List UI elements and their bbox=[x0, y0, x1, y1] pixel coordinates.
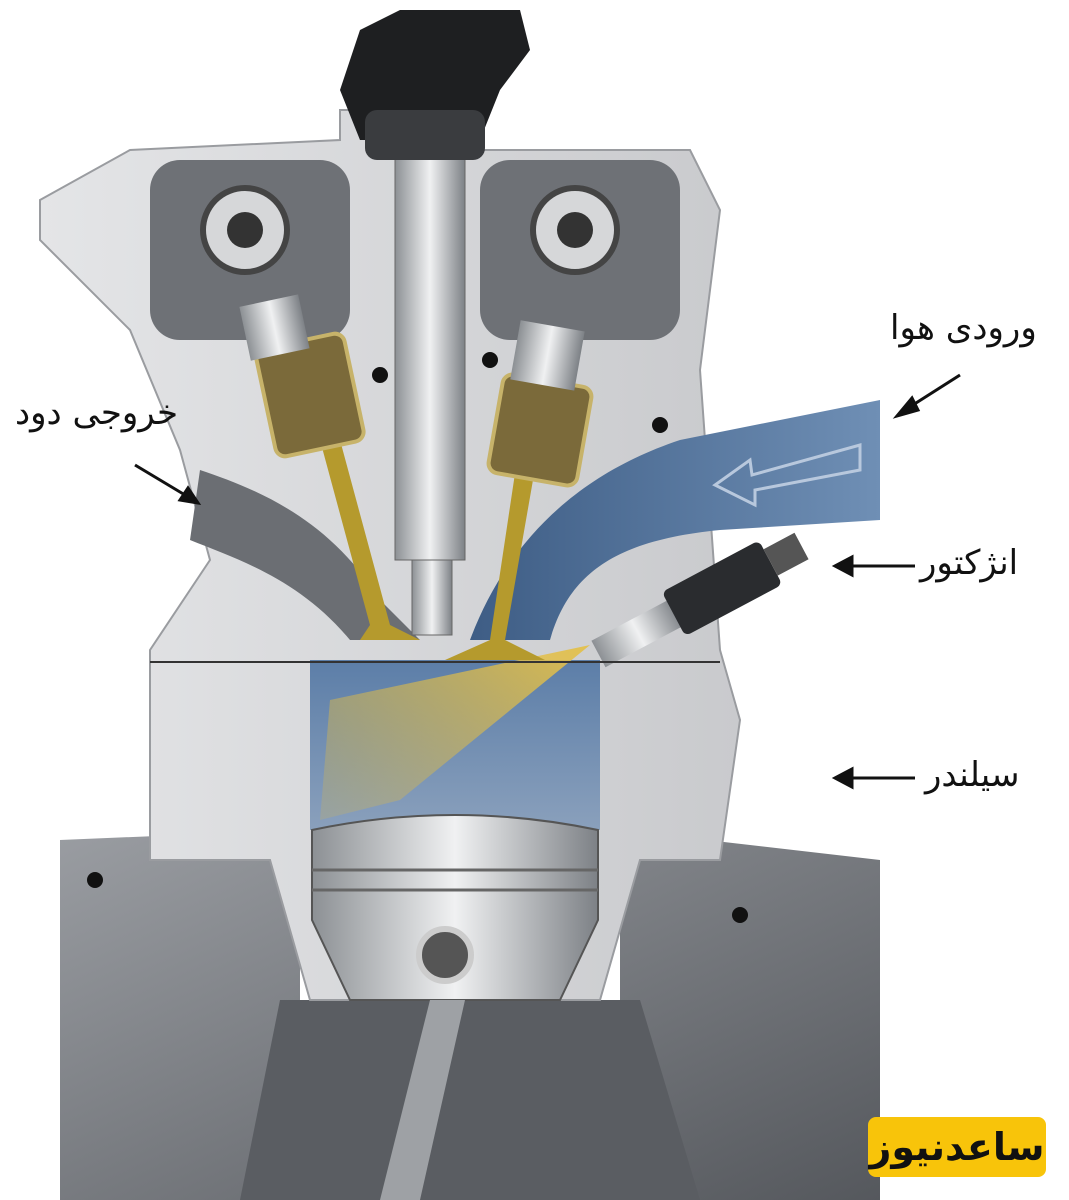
intake-port bbox=[470, 400, 880, 640]
fuel-injector bbox=[591, 532, 809, 668]
injector-label: انژکتور bbox=[920, 543, 1019, 583]
airflow-arrow-icon bbox=[712, 443, 862, 508]
exhaust-port bbox=[190, 470, 420, 640]
crankcase bbox=[240, 1000, 700, 1200]
ignition-coil-connector bbox=[340, 10, 530, 140]
site-logo: ساعدنیوز bbox=[868, 1117, 1046, 1177]
piston bbox=[311, 814, 599, 1001]
intake-valve-spring bbox=[486, 372, 594, 488]
cylinder-label: سیلندر bbox=[925, 755, 1020, 795]
exhaust-label: خروجی دود bbox=[15, 393, 179, 433]
exhaust-arrow bbox=[134, 463, 191, 500]
spark-plug bbox=[394, 139, 466, 561]
intake-valve bbox=[445, 440, 545, 660]
exhaust-valve bbox=[320, 440, 420, 640]
air-intake-label: ورودی هوا bbox=[890, 308, 1037, 348]
piston-pin bbox=[416, 926, 474, 984]
connecting-rod bbox=[380, 1000, 465, 1200]
fuel-spray bbox=[320, 645, 590, 820]
